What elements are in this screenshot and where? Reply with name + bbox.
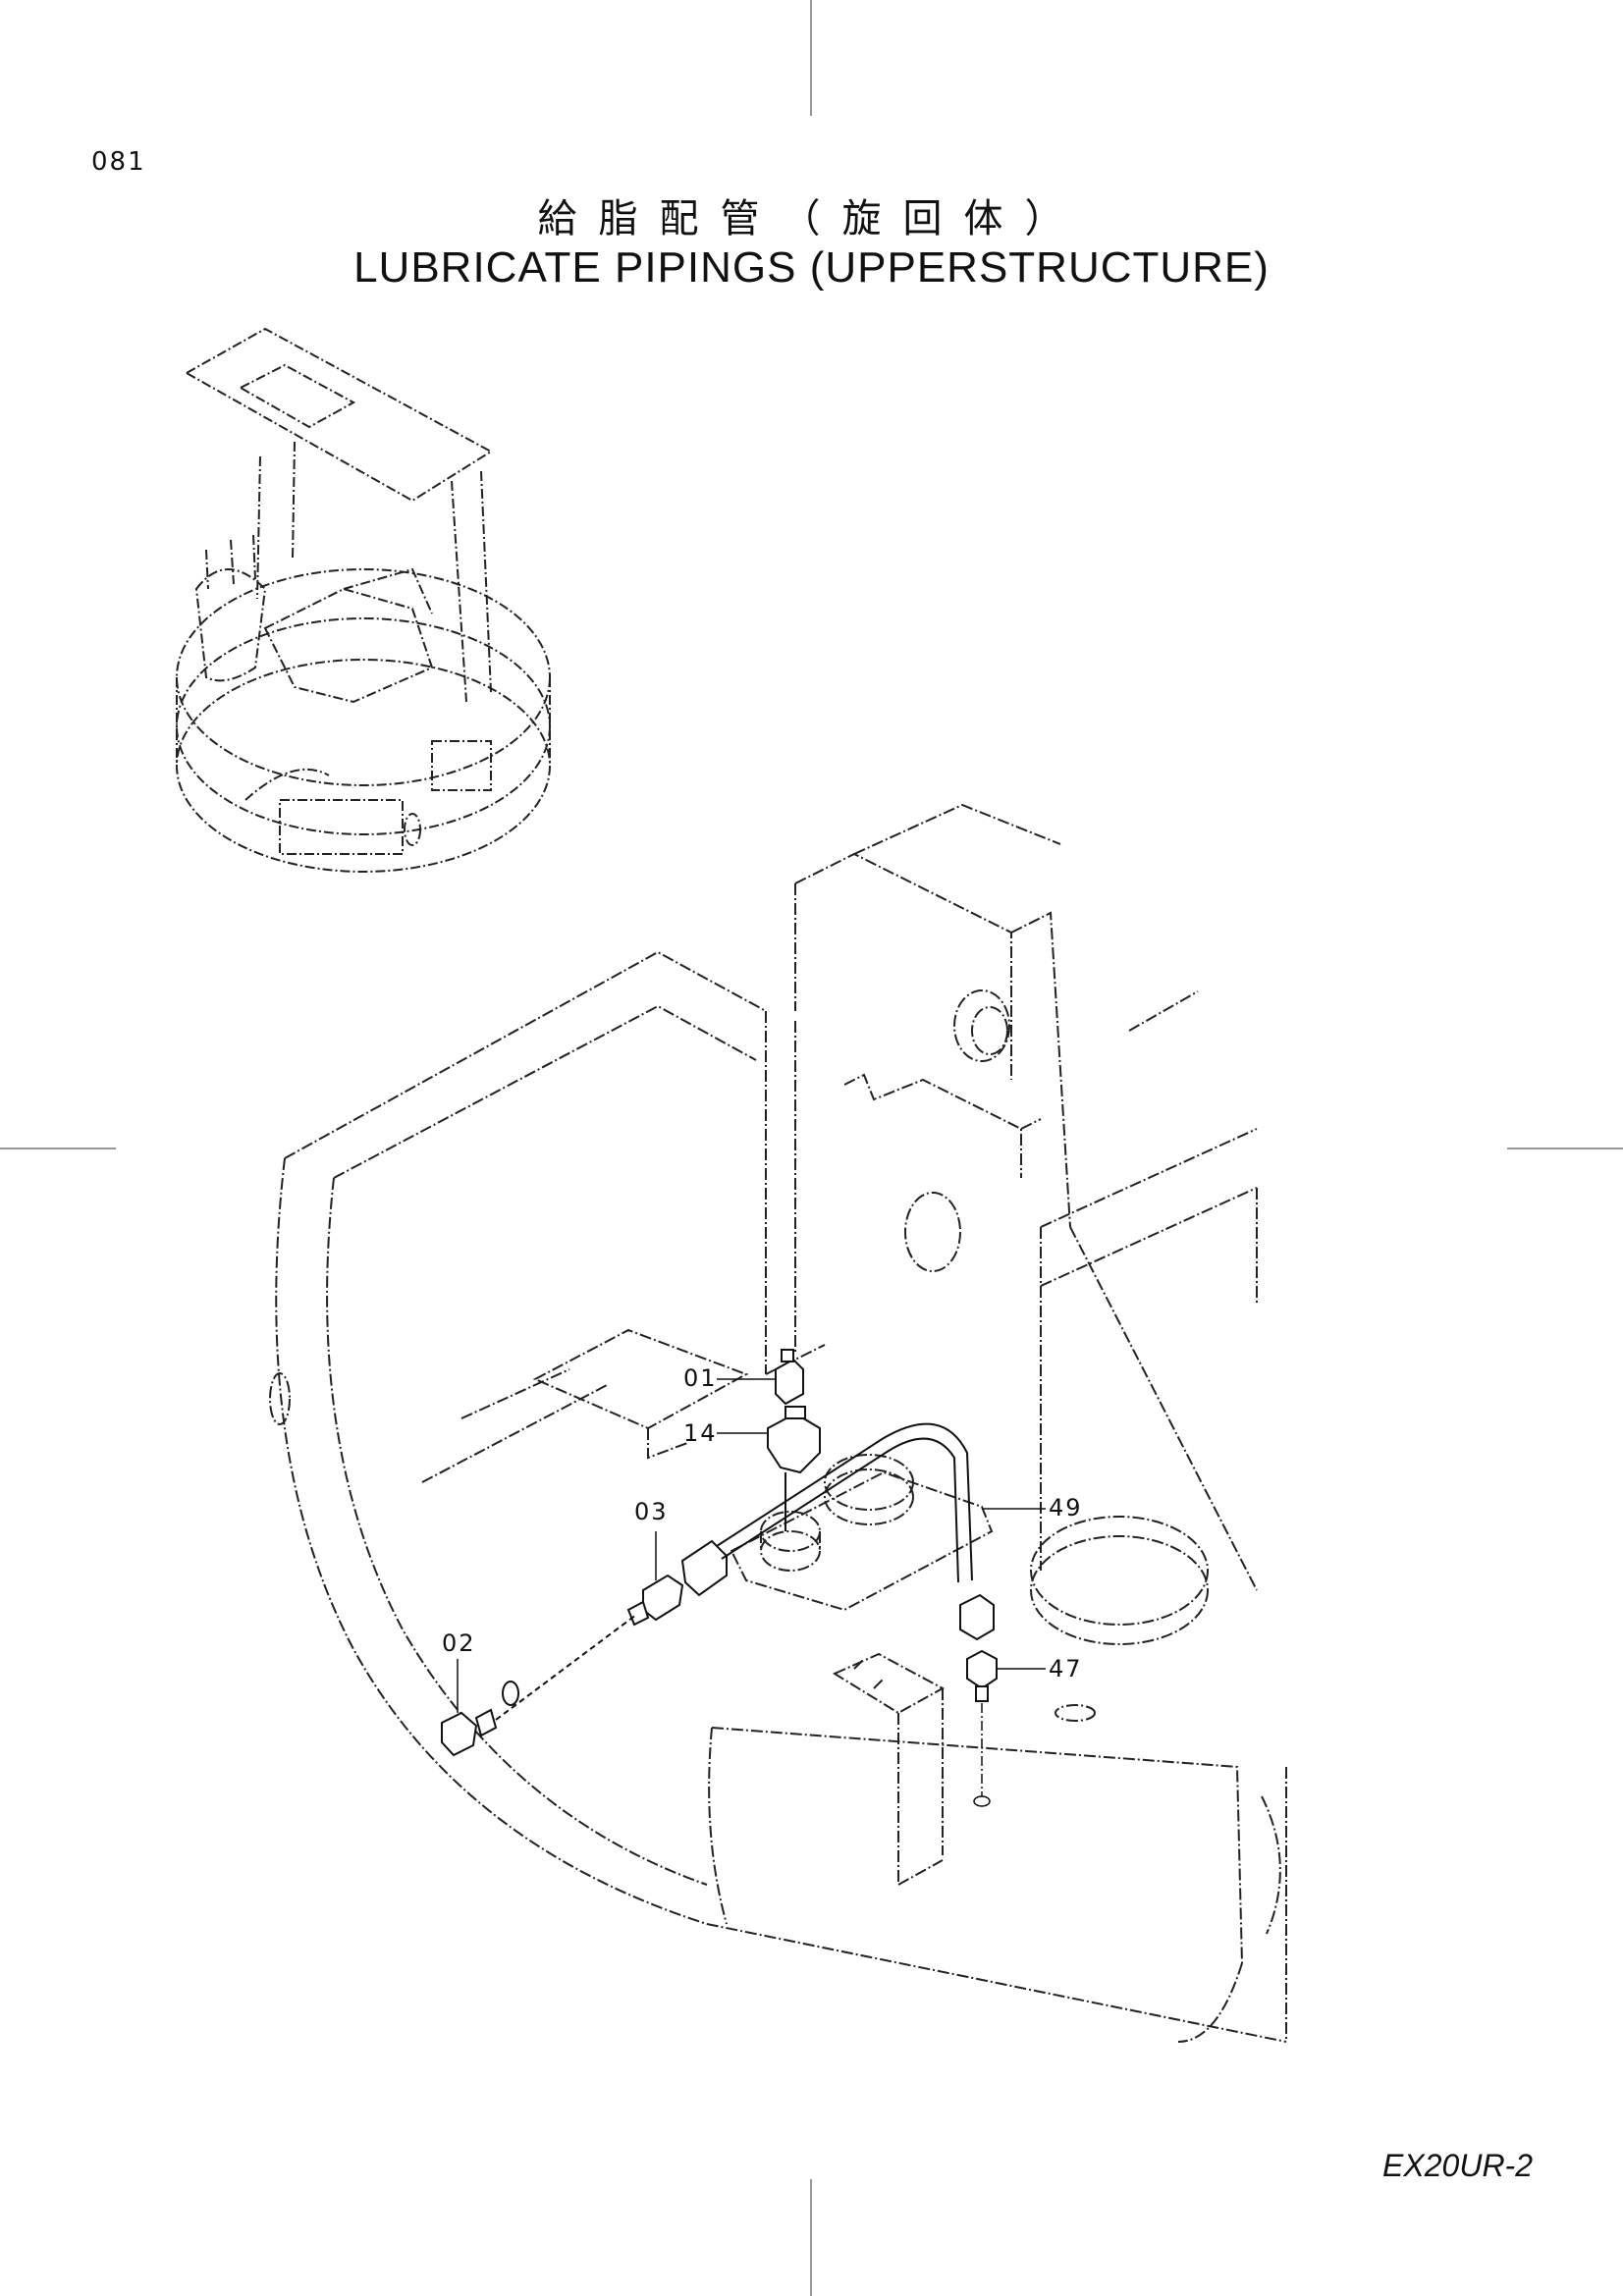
page-number: 081 [91, 147, 146, 177]
lubricate-hose [716, 1422, 973, 1583]
callout-47: 47 [1049, 1655, 1083, 1682]
title-japanese: 給脂配管（旋回体） [537, 196, 1086, 241]
model-code: EX20UR-2 [1382, 2148, 1533, 2183]
connection-line [495, 1614, 637, 1721]
hole-47 [973, 1795, 991, 1807]
callout-01: 01 [683, 1364, 718, 1392]
grease-fittings [441, 1349, 998, 1757]
machine-overview-inset [176, 327, 551, 873]
callout-03: 03 [634, 1498, 669, 1525]
callout-49: 49 [1049, 1494, 1083, 1522]
title-english: LUBRICATE PIPINGS (UPPERSTRUCTURE) [353, 243, 1270, 292]
upperstructure-frame [269, 803, 1287, 2043]
callout-02: 02 [442, 1629, 476, 1657]
callout-14: 14 [683, 1419, 718, 1447]
leader-lines [457, 1378, 1046, 1713]
